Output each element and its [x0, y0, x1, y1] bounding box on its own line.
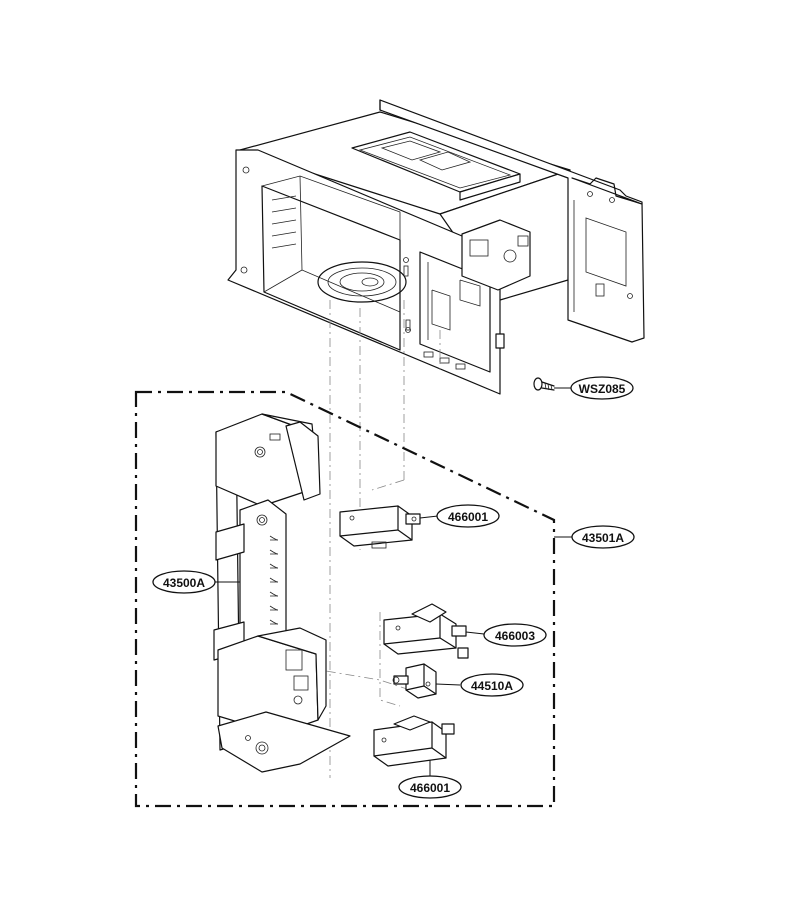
callout-466001-lower: 466001: [398, 775, 462, 799]
callout-43500a: 43500A: [152, 570, 216, 594]
turntable: [317, 261, 407, 303]
callout-label: 466003: [495, 629, 535, 643]
latch-base-plate: [217, 711, 351, 773]
interlock-assembly-boundary: [134, 390, 556, 808]
rear-panel: [379, 99, 645, 343]
switch-upper: [339, 505, 421, 549]
callout-label: 466001: [448, 510, 488, 524]
latch-board: [213, 413, 351, 773]
flange-holes: [240, 166, 411, 333]
switch-lower: [373, 715, 455, 767]
cavity-opening: [261, 185, 401, 351]
front-flange: [227, 149, 501, 395]
flange-slots: [423, 351, 466, 370]
callout-label: WSZ085: [579, 382, 626, 396]
screw-icon: [533, 377, 555, 391]
callout-label: 43500A: [163, 576, 205, 590]
lever-part: [392, 663, 437, 699]
top-vent-hood: [351, 131, 521, 201]
ratchet-teeth: [269, 535, 279, 639]
callout-label: 43501A: [582, 531, 624, 545]
cavity-vent-slots: [271, 195, 297, 249]
callout-label: 466001: [410, 781, 450, 795]
oven-chassis: [227, 99, 645, 395]
magnetron-bracket: [461, 219, 531, 291]
hinge-knob: [495, 333, 505, 349]
leader-lines: [214, 387, 572, 776]
callout-label: 44510A: [471, 679, 513, 693]
switch-monitor: [383, 603, 469, 659]
callout-466003: 466003: [483, 623, 547, 647]
callout-wsz085: WSZ085: [570, 376, 634, 400]
callout-466001-upper: 466001: [436, 504, 500, 528]
callout-44510a: 44510A: [460, 673, 524, 697]
assembly-guide-lines: [307, 300, 441, 778]
callout-43501a: 43501A: [571, 525, 635, 549]
